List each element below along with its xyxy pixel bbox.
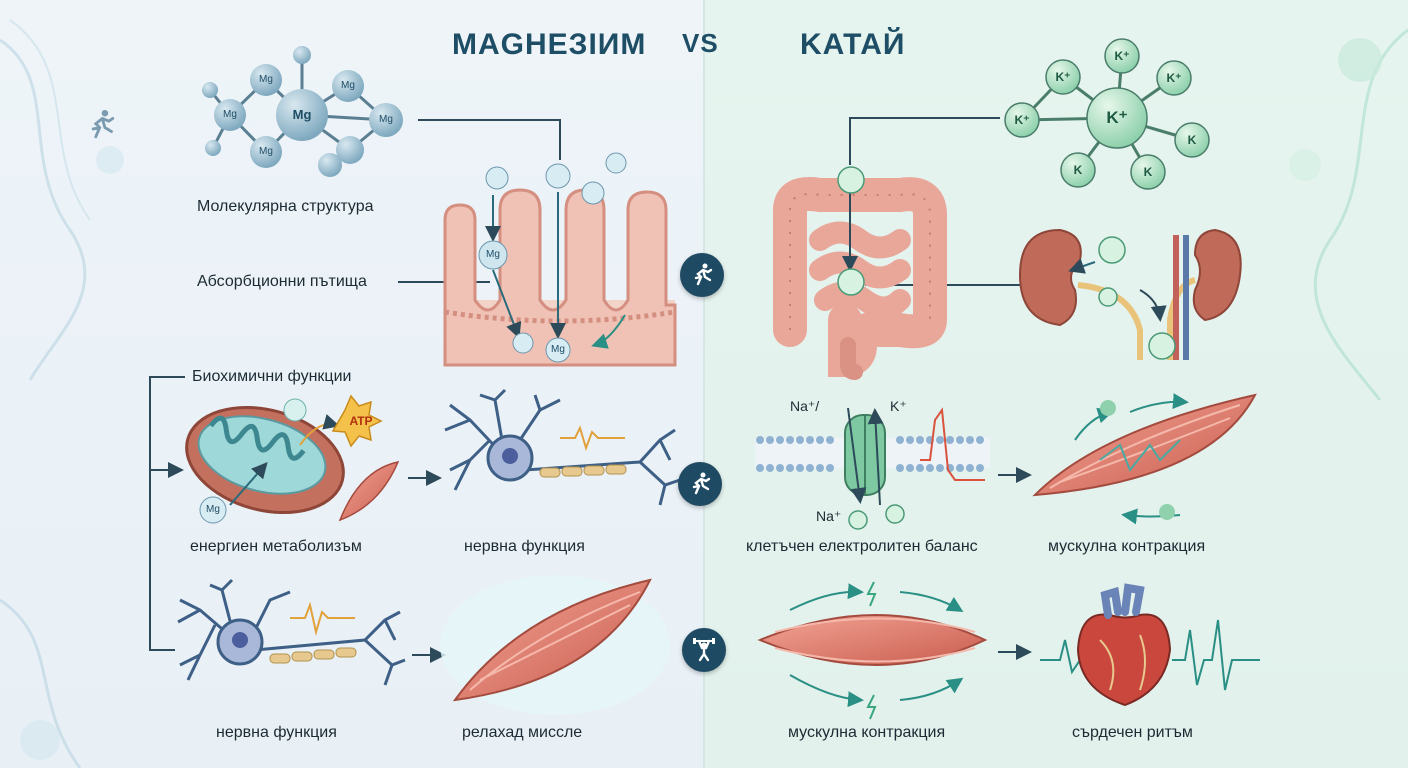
heart [1076, 583, 1172, 707]
k-atom-label: K⁺ [1166, 71, 1182, 85]
weightlifter-icon [682, 628, 726, 672]
potassium-molecule [1004, 38, 1210, 190]
k-atom-label: K⁺ [1055, 70, 1071, 84]
atp-label: ATP [349, 414, 373, 428]
k-atom-label: K [1073, 163, 1083, 177]
neuron-top [444, 388, 681, 506]
muscle-contraction-label: мускулна контракция [1048, 538, 1206, 555]
neuron-bottom [177, 578, 406, 686]
molecular-structure-label: Молекулярна структура [197, 198, 374, 215]
energy-metabolism-label: енергиен метаболизъм [190, 538, 362, 555]
k-atom-label: K [1143, 165, 1153, 179]
title-potassium: KATAЙ [800, 28, 906, 61]
runner-icon [678, 462, 722, 506]
runner-icon [84, 108, 118, 142]
large-intestine [773, 177, 947, 380]
nerve-function-label-2: нервна функция [216, 724, 337, 741]
biochemical-functions-label: Биохимични функции [192, 368, 352, 385]
mg-atom-label: Mg [379, 114, 393, 125]
mg-atom-label: Mg [259, 146, 273, 157]
nerve-function-label: нервна функция [464, 538, 585, 555]
muscle-contraction-label-2: мускулна контракция [788, 724, 946, 741]
sodium-label-top: Na⁺/ [790, 398, 820, 414]
sodium-label-bottom: Na⁺ [816, 508, 842, 524]
cell-membrane-channel [755, 407, 990, 496]
mg-atom-label: Mg [341, 80, 355, 91]
electrolyte-balance-label: клетъчен електролитен баланс [746, 538, 978, 555]
mg-atom-label: Mg [223, 109, 237, 120]
title-vs: VS [682, 28, 719, 58]
potassium-channel-label: K⁺ [890, 398, 907, 414]
mg-ion-label: Mg [486, 249, 500, 260]
runner-icon [680, 253, 724, 297]
mg-atom-label: Mg [259, 74, 273, 85]
mg-center-label: Mg [292, 107, 312, 122]
mitochondrion [185, 405, 345, 515]
kidneys [1018, 228, 1242, 360]
k-center-label: K⁺ [1106, 108, 1128, 127]
heart-rhythm-label: сърдечен ритъм [1072, 724, 1193, 741]
k-atom-label: K [1187, 133, 1197, 147]
center-divider [703, 0, 705, 768]
title-magnesium: MAGHEЗIИM [452, 28, 647, 61]
relaxed-muscle-label: релахад миссле [462, 724, 583, 741]
k-atom-label: K⁺ [1114, 49, 1130, 63]
k-atom-label: K⁺ [1014, 113, 1030, 127]
absorption-pathways-label: Абсорбционни пътища [197, 273, 367, 290]
mg-ion-label: Mg [206, 504, 220, 515]
mg-ion-label: Mg [551, 344, 565, 355]
